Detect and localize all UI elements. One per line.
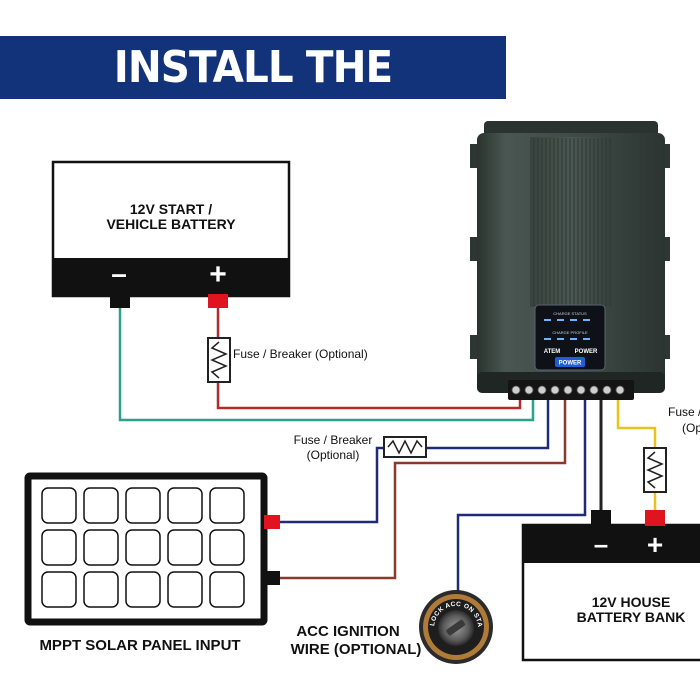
house-battery-label-1: 12V HOUSE — [592, 594, 671, 610]
start-battery: 12V START / VEHICLE BATTERY – + — [51, 160, 291, 308]
fuse-house-battery — [643, 447, 667, 493]
house-battery-positive-sign: + — [647, 529, 663, 560]
house-battery-positive-terminal — [645, 510, 665, 526]
solar-cell — [125, 487, 161, 524]
solar-cell — [167, 529, 203, 566]
solar-cells — [41, 487, 245, 608]
house-battery: – + 12V HOUSE BATTERY BANK — [521, 510, 700, 662]
charger-brand-right: POWER — [575, 349, 598, 355]
terminal-screw — [550, 385, 560, 395]
solar-cell — [83, 571, 119, 608]
solar-negative-terminal — [264, 571, 280, 585]
solar-cell — [209, 487, 245, 524]
solar-cell — [41, 529, 77, 566]
solar-cell — [167, 571, 203, 608]
solar-panel-label: MPPT SOLAR PANEL INPUT — [39, 637, 240, 654]
fuse-solar-label-1: Fuse / Breaker — [294, 433, 373, 447]
wire-solar-negative — [280, 398, 567, 580]
terminal-screw — [602, 385, 612, 395]
terminal-screw — [576, 385, 586, 395]
start-battery-positive-terminal — [208, 294, 228, 308]
fuse-house-label-2: (Op — [682, 421, 700, 435]
fuse-start-label: Fuse / Breaker (Optional) — [233, 347, 368, 361]
dc-dc-charger: CHARGE STATUS CHARGE PROFILE ATEM POWER … — [470, 121, 670, 400]
start-battery-label-1: 12V START / — [130, 201, 212, 217]
solar-cell — [125, 571, 161, 608]
terminal-screw — [563, 385, 573, 395]
charge-status-title: CHARGE STATUS — [553, 311, 587, 316]
wire-start-negative — [118, 305, 535, 422]
acc-label-1: ACC IGNITION — [296, 623, 399, 640]
solar-cell — [83, 529, 119, 566]
solar-cell — [167, 487, 203, 524]
terminal-screw — [537, 385, 547, 395]
charge-profile-title: CHARGE PROFILE — [552, 330, 588, 335]
house-battery-negative-sign: – — [594, 529, 608, 559]
page-title: INSTALL THE CHARGER — [113, 42, 394, 156]
solar-positive-terminal — [264, 515, 280, 529]
title-banner — [0, 36, 506, 99]
solar-panel: MPPT SOLAR PANEL INPUT — [24, 472, 280, 654]
solar-cell — [83, 487, 119, 524]
start-battery-label-2: VEHICLE BATTERY — [106, 216, 236, 232]
fuse-start-battery — [207, 337, 231, 383]
terminal-screw — [524, 385, 534, 395]
house-battery-negative-terminal — [591, 510, 611, 526]
terminal-screw — [589, 385, 599, 395]
charger-power-button[interactable] — [555, 357, 585, 367]
charger-power-label: POWER — [559, 361, 582, 367]
start-battery-negative-terminal — [110, 294, 130, 308]
charger-display-panel — [534, 304, 606, 371]
charger-brand-left: ATEM — [544, 349, 561, 355]
solar-cell — [125, 529, 161, 566]
wire-solar-positive — [280, 398, 550, 524]
solar-cell — [41, 487, 77, 524]
house-battery-label-2: BATTERY BANK — [577, 609, 686, 625]
fuse-house-label-1: Fuse / B — [668, 405, 700, 419]
wire-acc-ignition — [456, 398, 587, 592]
solar-cell — [41, 571, 77, 608]
fuse-solar — [383, 436, 427, 458]
start-battery-negative-sign: – — [111, 258, 127, 289]
start-battery-positive-sign: + — [209, 258, 227, 291]
terminal-screw — [511, 385, 521, 395]
terminal-screw — [615, 385, 625, 395]
solar-cell — [209, 529, 245, 566]
solar-cell — [209, 571, 245, 608]
fuse-solar-label-2: (Optional) — [307, 448, 360, 462]
acc-label-2: WIRE (OPTIONAL) — [291, 641, 422, 658]
